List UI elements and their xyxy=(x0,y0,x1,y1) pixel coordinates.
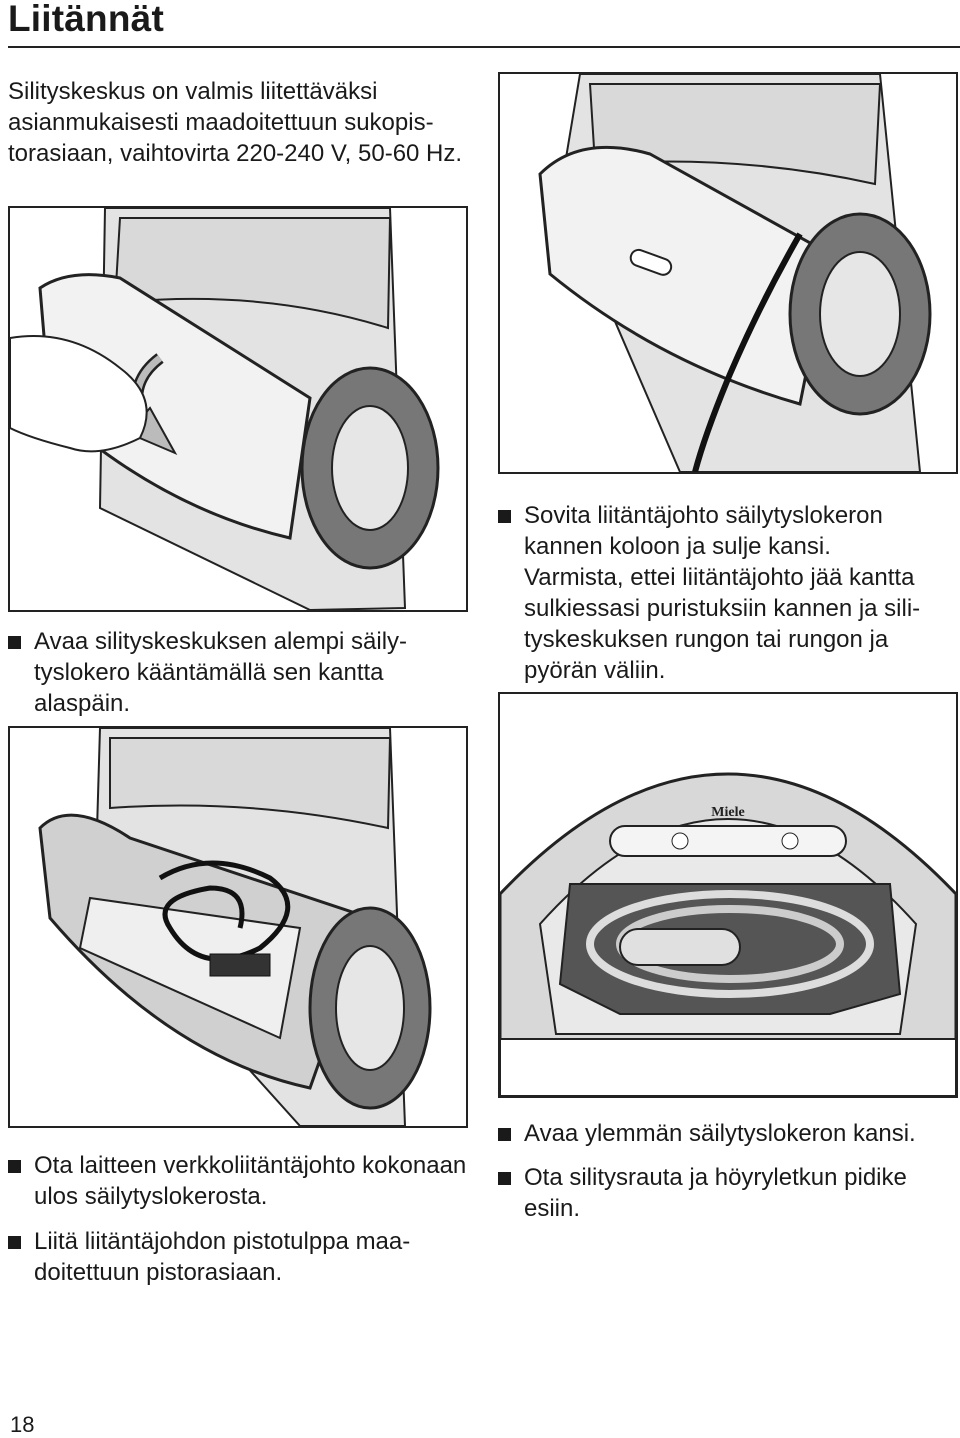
bullet-square-icon xyxy=(498,1128,511,1141)
figure-cable-in-lid-slot xyxy=(498,72,958,474)
power-button-icon xyxy=(671,832,689,850)
step-4: Liitä liitäntäjohdon pistotulppa maa­doi… xyxy=(8,1226,474,1288)
step-5-text: Avaa ylemmän säilytyslokeron kansi. xyxy=(524,1120,916,1147)
step-6-text: Ota silitysrauta ja höyryletkun pidike e… xyxy=(524,1164,907,1222)
control-panel-icon xyxy=(609,825,847,857)
brand-logo: Miele xyxy=(711,805,744,820)
figure-upper-compartment: Miele xyxy=(498,692,958,1098)
steam-hose-icon xyxy=(586,890,874,998)
step-2-note: Varmista, ettei liitäntäjohto jää kantta… xyxy=(524,564,921,684)
bullet-square-icon xyxy=(8,1236,21,1249)
step-1-text: Avaa silityskeskuksen alempi säily­tyslo… xyxy=(34,628,408,717)
iron-icon xyxy=(619,928,741,966)
step-2-text: Sovita liitäntäjohto säilytyslokeron kan… xyxy=(524,502,883,560)
page-number: 18 xyxy=(10,1412,35,1437)
step-3-text: Ota laitteen verkkoliitäntäjohto koko­na… xyxy=(34,1152,467,1210)
step-5: Avaa ylemmän säilytyslokeron kansi. xyxy=(498,1118,960,1149)
figure-cable-in-compartment xyxy=(8,726,468,1128)
power-cord-icon xyxy=(692,232,803,472)
step-3: Ota laitteen verkkoliitäntäjohto koko­na… xyxy=(8,1150,474,1212)
step-4-text: Liitä liitäntäjohdon pistotulppa maa­doi… xyxy=(34,1228,411,1286)
bullet-square-icon xyxy=(498,1172,511,1185)
steam-button-icon xyxy=(781,832,799,850)
step-2: Sovita liitäntäjohto säilytyslokeron kan… xyxy=(498,500,954,562)
figure-open-lower-compartment xyxy=(8,206,468,612)
bullet-square-icon xyxy=(8,1160,21,1173)
step-6: Ota silitysrauta ja höyryletkun pidike e… xyxy=(498,1162,960,1224)
bullet-square-icon xyxy=(8,636,21,649)
title-rule xyxy=(8,46,960,48)
step-1: Avaa silityskeskuksen alempi säily­tyslo… xyxy=(8,626,474,719)
plug-icon xyxy=(209,953,271,977)
intro-text: Silityskeskus on valmis liitettäväksi as… xyxy=(8,78,463,167)
bullet-square-icon xyxy=(498,510,511,523)
page-title: Liitännät xyxy=(8,0,164,39)
